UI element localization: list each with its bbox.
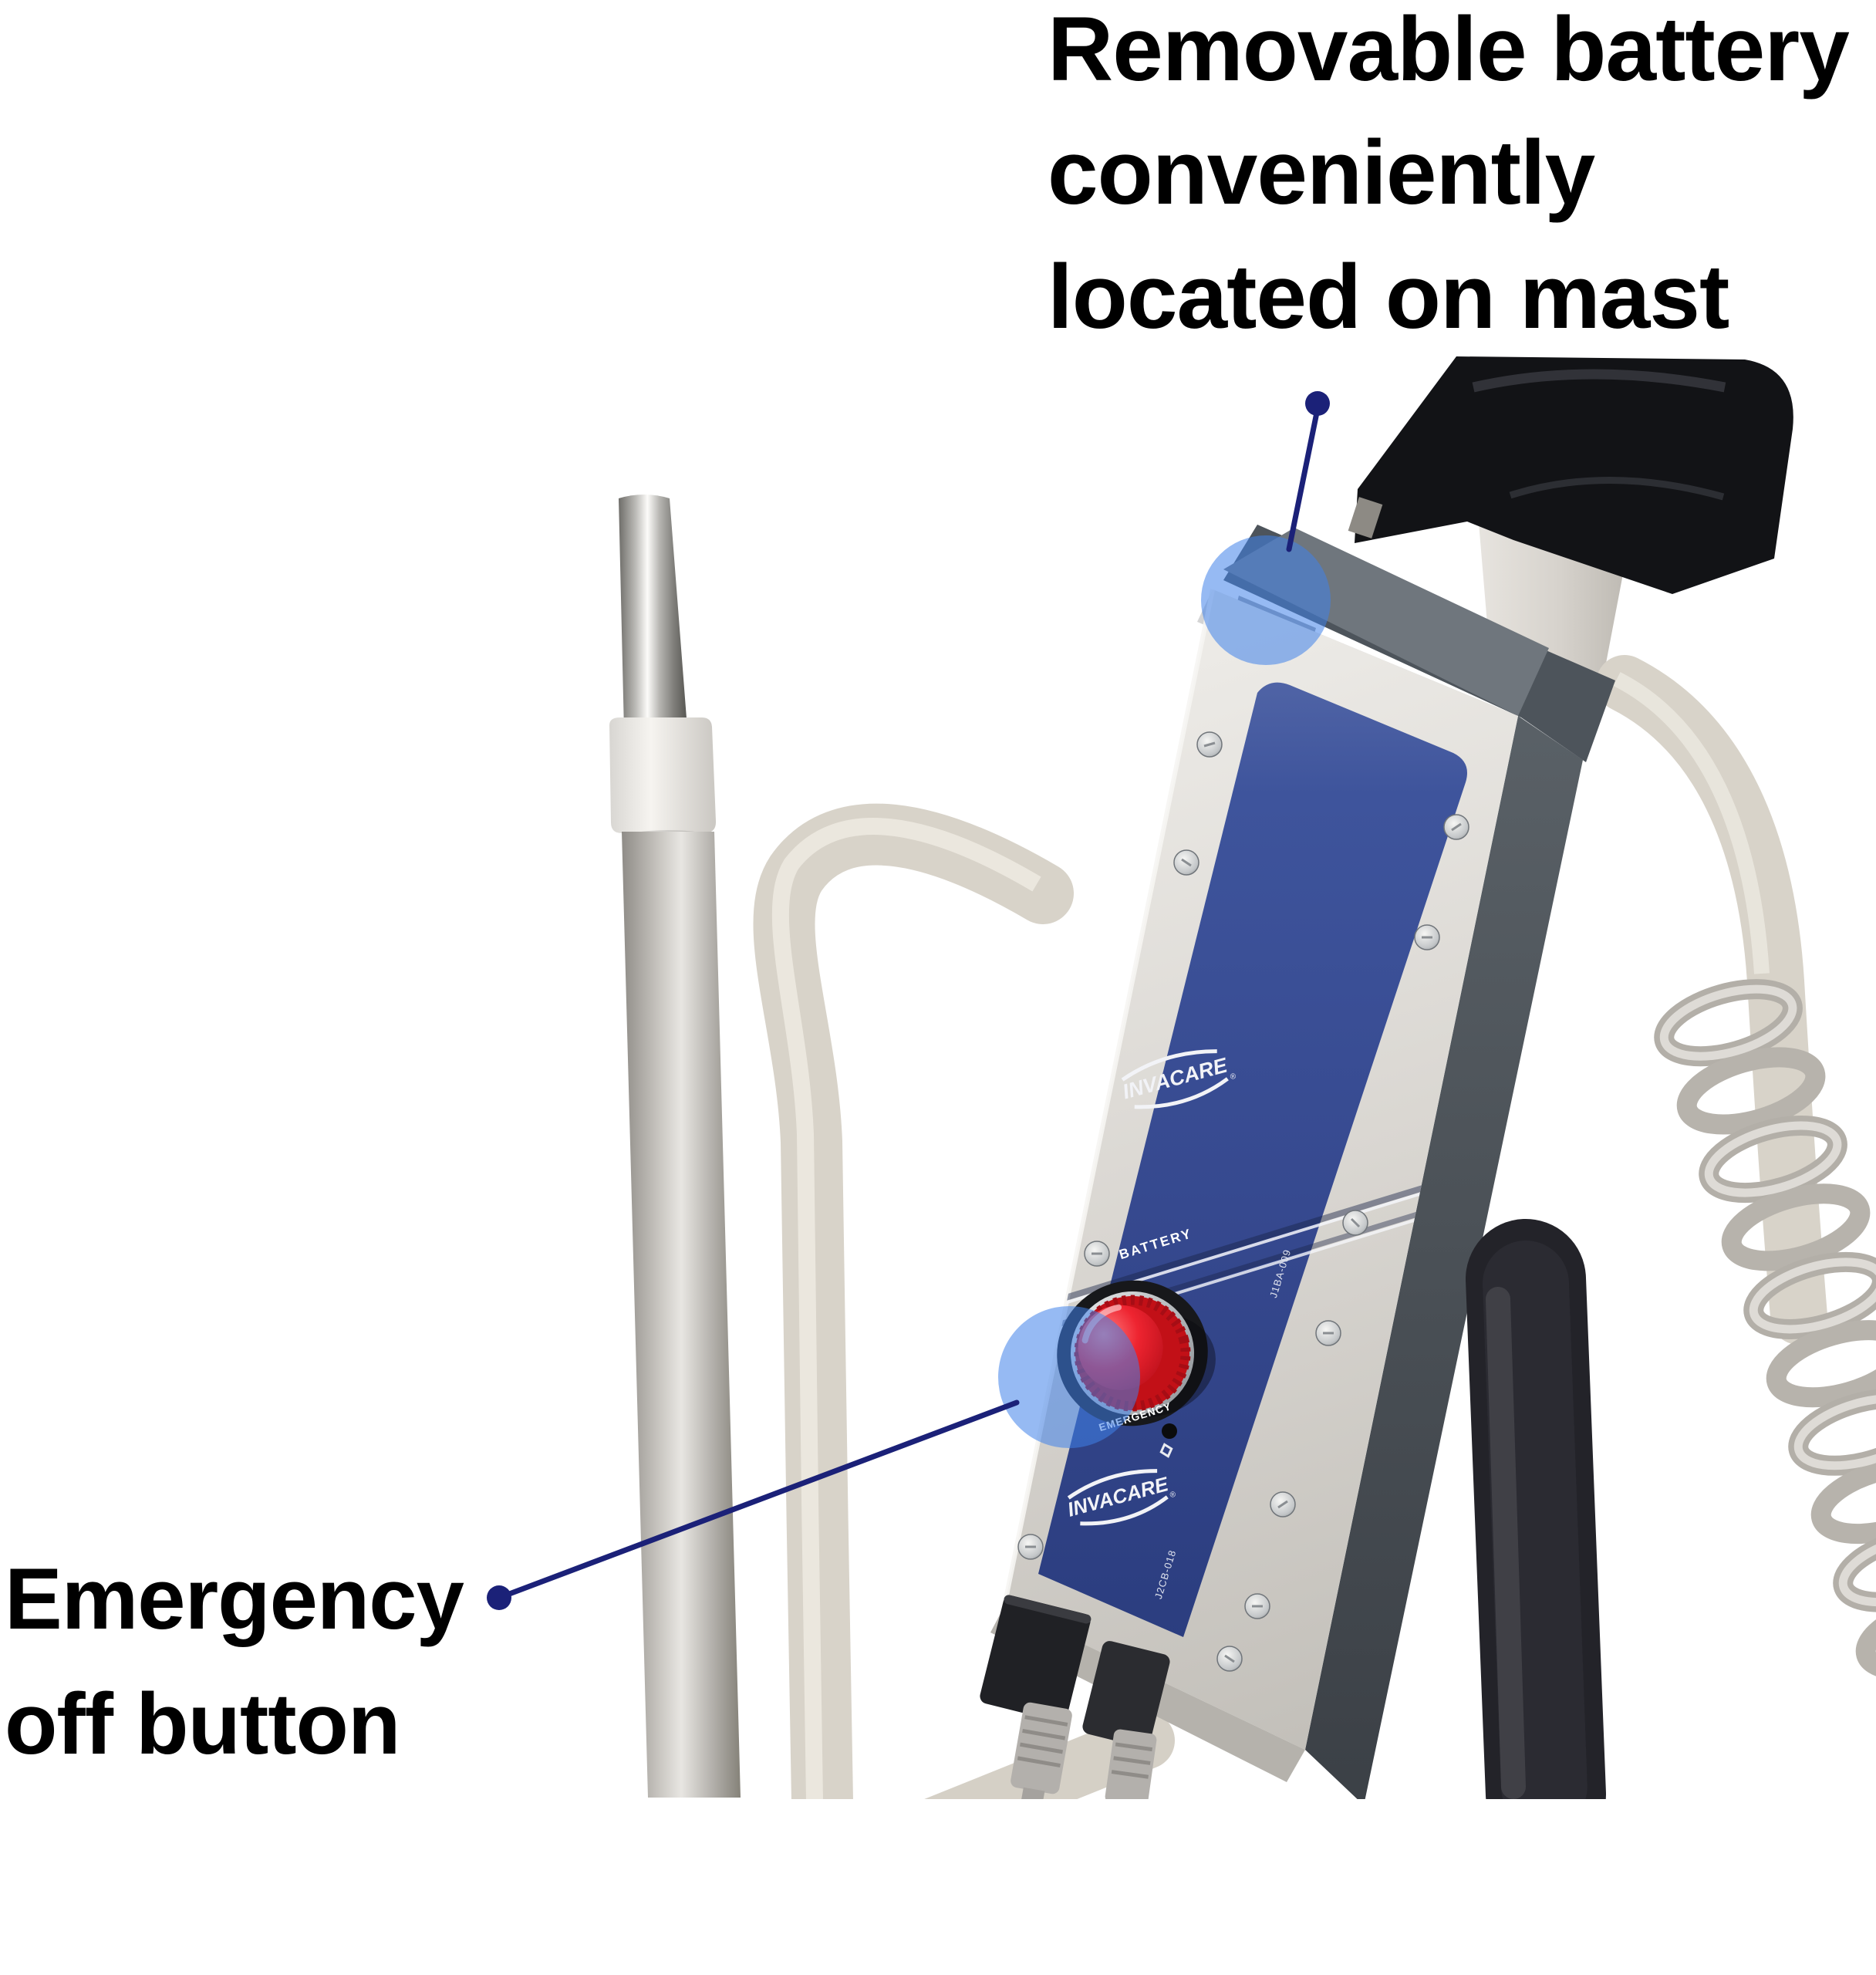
key-diamond-icon — [1159, 1443, 1173, 1458]
pole-collar — [609, 717, 717, 833]
screw-icon — [1443, 814, 1469, 840]
pole-lower-tube — [622, 832, 741, 1798]
tube-highlight — [1613, 672, 1770, 974]
callout-line-emergency — [502, 1399, 1020, 1599]
photo-bottom-crop — [0, 1799, 1876, 1975]
screw-icon — [1244, 1593, 1270, 1619]
mast-pad — [1348, 356, 1793, 594]
indicator-led — [1162, 1423, 1177, 1439]
logo-swoosh-top — [1121, 1049, 1217, 1082]
screw-icon — [1173, 849, 1199, 876]
emergency-callout-line: Emergency — [5, 1551, 464, 1647]
pad-highlight-2 — [1509, 477, 1725, 501]
screw-icon — [1414, 924, 1440, 950]
battery-callout — [1201, 391, 1331, 665]
grip-highlight — [1486, 1287, 1526, 1799]
handle-grip — [1466, 1219, 1606, 1855]
emergency-callout-label: Emergency off button — [5, 1537, 464, 1788]
callout-line-battery — [1286, 406, 1321, 552]
callout-dot-emergency — [487, 1585, 511, 1610]
pole-chrome-section — [619, 495, 687, 731]
box-side-panel — [1305, 716, 1583, 1805]
screw-icon — [1084, 1241, 1110, 1267]
button-knurl — [1074, 1295, 1191, 1412]
battery-callout-line: Removable battery — [1048, 0, 1850, 100]
screw-icon — [1017, 1534, 1044, 1560]
logo-swoosh-bottom — [1080, 1495, 1169, 1526]
battery-callout-line: located on mast — [1048, 245, 1729, 348]
pad-highlight — [1472, 369, 1726, 393]
battery-callout-label: Removable battery conveniently located o… — [1048, 0, 1850, 359]
telescoping-pole — [609, 495, 741, 1798]
socket-block — [980, 1595, 1092, 1722]
screw-icon — [1315, 1320, 1341, 1346]
logo-swoosh-bottom — [1134, 1077, 1229, 1109]
loop-tube-highlight — [771, 818, 1041, 1801]
mast-pad-body — [1355, 356, 1793, 594]
logo-swoosh-top — [1067, 1469, 1158, 1500]
callout-dot-battery — [1305, 391, 1330, 416]
coiled-cable — [1654, 979, 1876, 1680]
battery-callout-line: conveniently — [1048, 122, 1595, 225]
emergency-callout — [487, 1306, 1140, 1610]
emergency-callout-line: off button — [5, 1676, 400, 1773]
grip-texture — [1483, 1241, 1588, 1833]
socket-block — [1082, 1641, 1170, 1747]
screw-icon — [1342, 1210, 1368, 1236]
highlight-circle-battery — [1201, 535, 1331, 665]
registered-mark: ® — [1169, 1490, 1178, 1500]
pad-clip-hook — [1348, 497, 1383, 538]
screw-icon — [1270, 1491, 1296, 1518]
screw-icon — [1216, 1646, 1243, 1672]
registered-mark: ® — [1230, 1072, 1238, 1082]
highlight-circle-emergency — [998, 1306, 1140, 1448]
screw-icon — [1196, 731, 1223, 758]
